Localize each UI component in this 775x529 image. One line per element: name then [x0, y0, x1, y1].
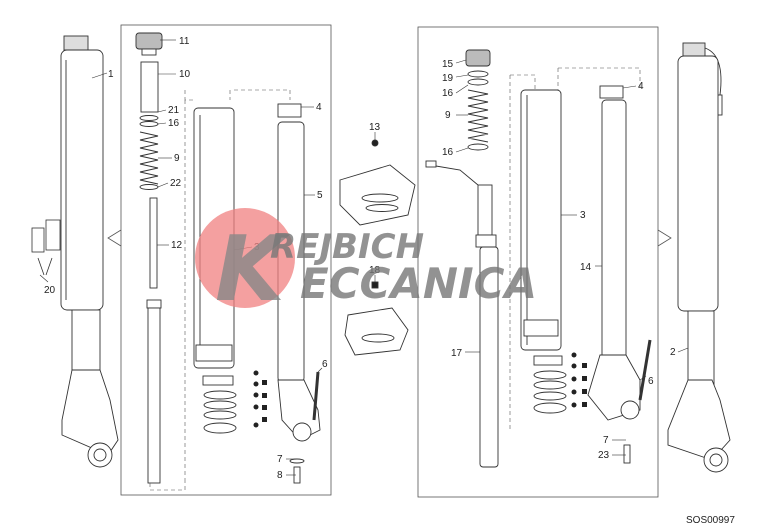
callout-9-right: 9 [445, 110, 451, 121]
right-alignment-lines [509, 67, 641, 430]
callout-1: 1 [108, 69, 114, 80]
callout-18: 18 [369, 265, 381, 276]
callout-7-left: 7 [277, 454, 283, 465]
leader-lines [39, 39, 689, 476]
callout-16-right-top: 16 [442, 88, 454, 99]
callout-15: 15 [442, 59, 454, 70]
callout-4-left: 4 [316, 102, 322, 113]
callout-3-right: 3 [580, 210, 586, 221]
callout-17: 17 [451, 348, 463, 359]
callout-2: 2 [670, 347, 676, 358]
callout-13: 13 [369, 122, 381, 133]
watermark-line-1: REJBICH [270, 227, 424, 267]
callout-10: 10 [179, 69, 191, 80]
callout-9: 9 [174, 153, 180, 164]
right-panel-frame [417, 26, 659, 498]
callout-11: 11 [179, 36, 190, 47]
callout-22: 22 [170, 178, 182, 189]
callout-16: 16 [168, 118, 180, 129]
left-fork-assembly [60, 35, 119, 468]
right-panel-parts [425, 49, 652, 468]
left-panel-frame [120, 24, 332, 496]
callout-labels: 1 11 10 21 16 9 22 12 3 4 5 6 7 8 20 13 … [44, 36, 676, 481]
watermark: K REJBICH ECCANICA [195, 208, 537, 322]
drawing-code: SOS00997 [686, 515, 735, 526]
decal-part [31, 219, 61, 276]
callout-5: 5 [317, 190, 323, 201]
callout-6-right: 6 [648, 376, 654, 387]
callout-19: 19 [442, 73, 454, 84]
callout-8: 8 [277, 470, 283, 481]
callout-6-left: 6 [322, 359, 328, 370]
callout-16-right-bottom: 16 [442, 147, 454, 158]
callout-4-right: 4 [638, 81, 644, 92]
middle-kits [339, 139, 416, 356]
right-fork-assembly [667, 42, 731, 473]
watermark-k-letter: K [215, 217, 291, 322]
callout-21: 21 [168, 105, 180, 116]
callout-14: 14 [580, 262, 592, 273]
callout-7-right: 7 [603, 435, 609, 446]
callout-12: 12 [171, 240, 183, 251]
watermark-red-disc [195, 208, 295, 308]
callout-23: 23 [598, 450, 610, 461]
kit-markers [253, 352, 587, 428]
left-alignment-lines [149, 89, 291, 491]
watermark-line-2: ECCANICA [300, 259, 537, 308]
callout-20: 20 [44, 285, 56, 296]
